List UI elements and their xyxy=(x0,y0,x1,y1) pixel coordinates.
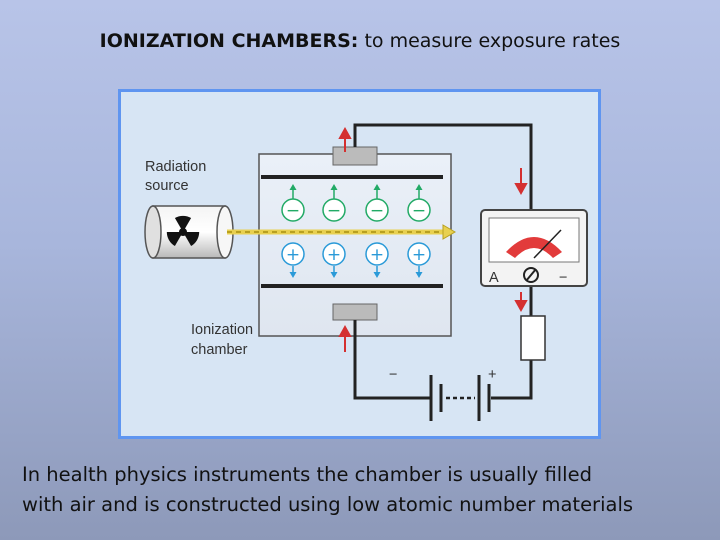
negative-ion: − xyxy=(281,184,305,222)
negative-ion-sign: − xyxy=(327,201,341,221)
battery xyxy=(429,375,491,421)
battery-plus-label: + xyxy=(488,367,496,383)
chamber-label-line2: chamber xyxy=(191,342,248,358)
source-label-line2: source xyxy=(145,178,189,194)
chamber-label-line1: Ionization xyxy=(191,322,253,338)
caption-line2: with air and is constructed using low at… xyxy=(22,493,634,516)
caption-line1: In health physics instruments the chambe… xyxy=(22,463,592,486)
slide-caption: In health physics instruments the chambe… xyxy=(22,460,712,520)
top-insulator xyxy=(332,146,378,166)
positive-ion-sign: + xyxy=(412,245,426,265)
negative-ion-sign: − xyxy=(286,201,300,221)
current-arrows xyxy=(338,126,528,352)
radiation-beam xyxy=(227,224,456,240)
meter-scale-arc xyxy=(506,237,562,258)
slide-title: IONIZATION CHAMBERS: to measure exposure… xyxy=(0,30,720,52)
resistor xyxy=(520,315,546,361)
ammeter-label: A xyxy=(489,270,499,286)
positive-ion: + xyxy=(407,242,431,278)
positive-ion: + xyxy=(322,242,346,278)
bottom-electrode xyxy=(261,284,443,288)
negative-ion: − xyxy=(322,184,346,222)
positive-ion: + xyxy=(281,242,305,278)
title-subheading: to measure exposure rates xyxy=(364,30,621,52)
meter-needle xyxy=(533,229,562,259)
bottom-insulator xyxy=(332,303,378,321)
negative-ion-sign: − xyxy=(370,201,384,221)
ammeter-minus-label: − xyxy=(559,270,567,286)
ionization-chamber-diagram: − + A − xyxy=(118,89,601,439)
title-heading: IONIZATION CHAMBERS: xyxy=(99,30,359,52)
battery-minus-label: − xyxy=(389,367,397,383)
positive-ion: + xyxy=(365,242,389,278)
ammeter xyxy=(480,209,588,287)
positive-ion-sign: + xyxy=(286,245,300,265)
radiation-trefoil-icon xyxy=(166,215,200,246)
zero-adjust-icon xyxy=(523,267,539,283)
top-electrode xyxy=(261,175,443,179)
positive-ion-sign: + xyxy=(327,245,341,265)
source-label-line1: Radiation xyxy=(145,159,206,175)
diagram-svg: − + A − xyxy=(144,123,588,421)
negative-ion: − xyxy=(365,184,389,222)
radiation-source xyxy=(144,205,234,259)
negative-ion: − xyxy=(407,184,431,222)
positive-ion-sign: + xyxy=(370,245,384,265)
negative-ion-sign: − xyxy=(412,201,426,221)
